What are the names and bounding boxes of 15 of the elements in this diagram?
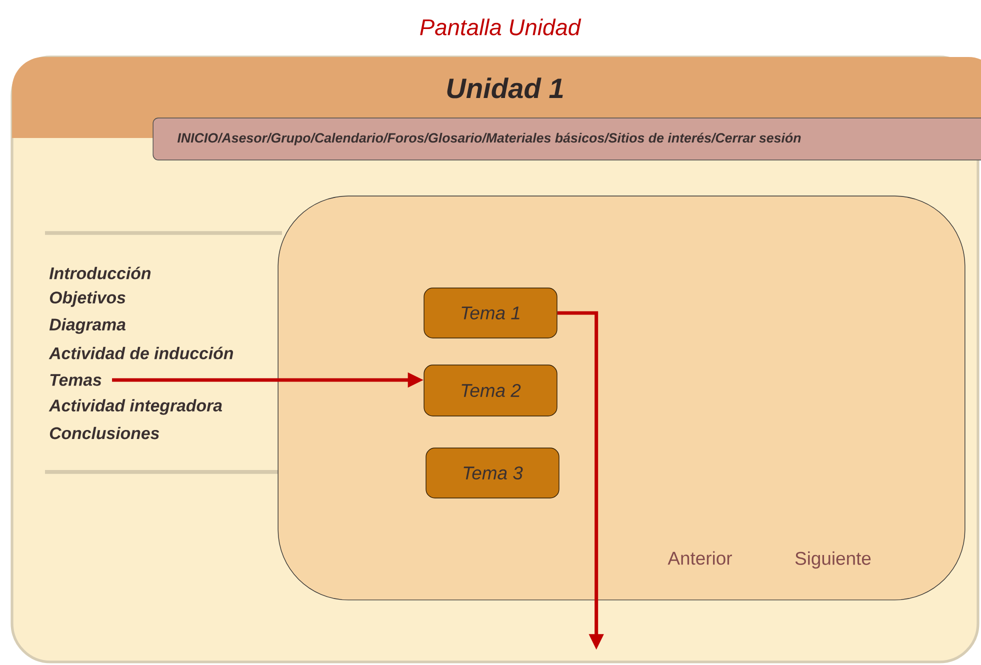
menu-item: Actividad de inducción — [48, 346, 234, 360]
topic-button: Tema 2 — [424, 364, 558, 416]
nav-link: Anterior — [668, 551, 732, 565]
topic-button: Tema 1 — [424, 288, 558, 338]
menu-item: Actividad integradora — [48, 399, 222, 415]
menu-item: Introducción — [49, 266, 151, 280]
topic-button: Tema 3 — [426, 448, 560, 498]
content-box — [278, 196, 966, 600]
nav-link: Siguiente — [795, 551, 871, 569]
menu-item: Temas — [50, 374, 102, 386]
menu-bar: INICIO/Asesor/Grupo/Calendario/Foros/Glosario/Materiales básicos/Sitios de interés/Cerrar sesión — [152, 118, 981, 160]
title: Pantalla Unidad — [420, 18, 582, 36]
menu-item: Diagrama — [49, 318, 126, 334]
menu-item: Objetivos — [50, 291, 126, 307]
menu-item: Conclusiones — [50, 426, 160, 440]
